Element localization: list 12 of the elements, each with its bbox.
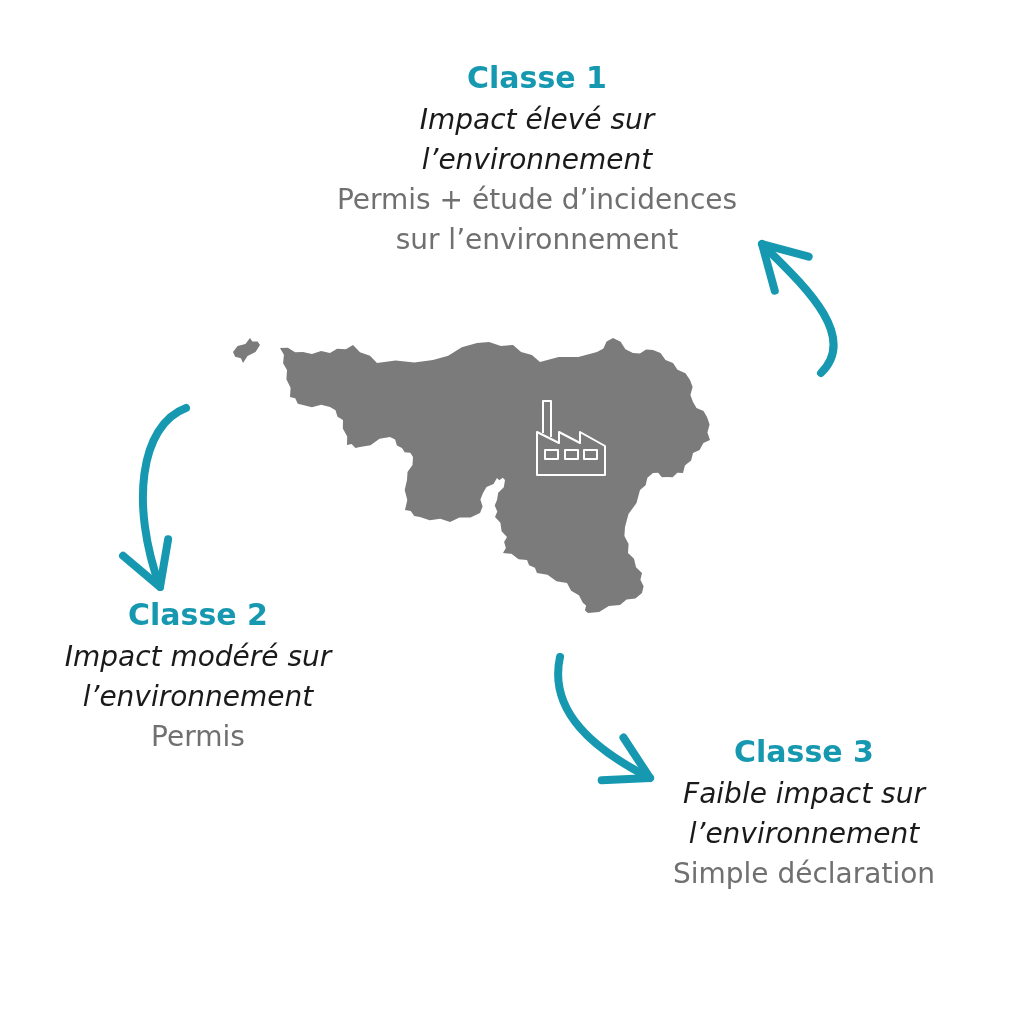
impact-description: Impact élevé sur l’environnement (418, 102, 657, 178)
curved-arrow (554, 653, 654, 784)
impact-description: Faible impact sur l’environnement (682, 776, 928, 852)
procedure-text: Permis (151, 719, 245, 755)
procedure-text: Permis + étude d’incidences sur l’environnement (335, 182, 739, 258)
procedure-text: Simple déclaration (672, 856, 936, 892)
impact-description: Impact modéré sur l’environnement (63, 639, 334, 715)
class-heading: Classe 3 (734, 733, 874, 771)
class-heading: Classe 1 (467, 59, 607, 97)
curved-arrow (758, 240, 838, 377)
class-heading: Classe 2 (128, 596, 268, 634)
curved-arrow (120, 404, 190, 591)
